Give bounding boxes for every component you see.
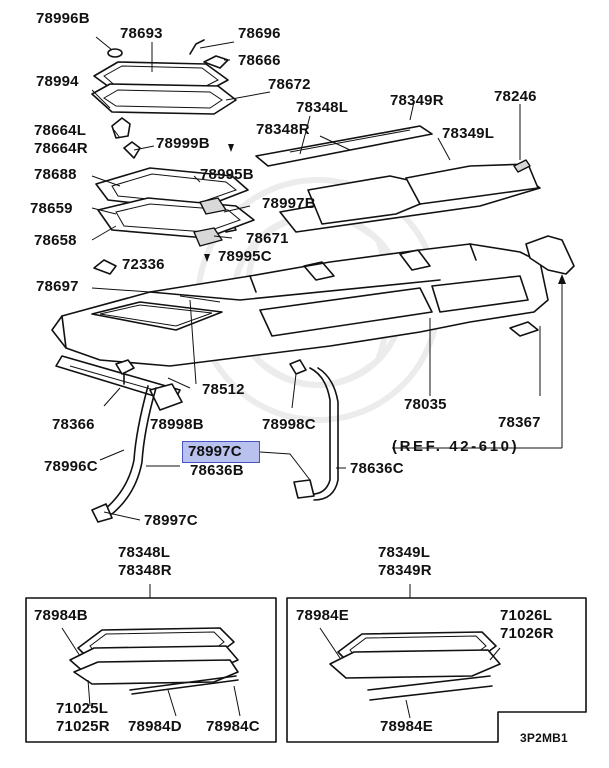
- part-label-78636B[interactable]: 78636B: [190, 462, 244, 479]
- highlighted-part-box: [182, 441, 260, 463]
- part-label-78984C[interactable]: 78984C: [206, 718, 260, 735]
- part-label-78671[interactable]: 78671: [246, 230, 289, 247]
- inset-left-header-78348L[interactable]: 78348L: [118, 544, 171, 561]
- sunroof-glass-78693: [91, 39, 237, 115]
- part-label-78636C[interactable]: 78636C: [350, 460, 404, 477]
- part-label-78697[interactable]: 78697: [36, 278, 79, 295]
- part-label-78995C[interactable]: 78995C: [218, 248, 272, 265]
- part-label-78688[interactable]: 78688: [34, 166, 77, 183]
- inset-left-header-78348R[interactable]: 78348R: [118, 562, 172, 579]
- part-label-78997B[interactable]: 78997B: [262, 195, 316, 212]
- roof-headlining-78035: [51, 243, 549, 367]
- part-label-78984D[interactable]: 78984D: [128, 718, 182, 735]
- inset-right-header-78349L[interactable]: 78349L: [378, 544, 431, 561]
- leader-lines: [91, 36, 566, 521]
- side-rails: [255, 125, 541, 233]
- part-label-78984E[interactable]: 78984E: [296, 607, 349, 624]
- part-label-78658[interactable]: 78658: [34, 232, 77, 249]
- part-label-78659[interactable]: 78659: [30, 200, 73, 217]
- sunroof-frame: [95, 167, 255, 247]
- part-label-72336[interactable]: 72336: [122, 256, 165, 273]
- part-label-71025L[interactable]: 71025L: [56, 700, 109, 717]
- part-label-78995B[interactable]: 78995B: [200, 166, 254, 183]
- part-label-78664L[interactable]: 78664L: [34, 122, 87, 139]
- part-label-78664R[interactable]: 78664R: [34, 140, 88, 157]
- part-label-78693[interactable]: 78693: [120, 25, 163, 42]
- part-label-78998C[interactable]: 78998C: [262, 416, 316, 433]
- part-label-78349L[interactable]: 78349L: [442, 125, 495, 142]
- part-label-78666[interactable]: 78666: [238, 52, 281, 69]
- part-label-78998B[interactable]: 78998B: [150, 416, 204, 433]
- part-label-78696[interactable]: 78696: [238, 25, 281, 42]
- inset-right-frame: [286, 584, 587, 743]
- part-label-78246[interactable]: 78246: [494, 88, 537, 105]
- part-label-78999B[interactable]: 78999B: [156, 135, 210, 152]
- part-label-78348L[interactable]: 78348L: [296, 99, 349, 116]
- front-trim-78366: [55, 355, 183, 411]
- part-label-78997C-highlighted[interactable]: 78997C: [188, 443, 242, 460]
- part-label-78984B[interactable]: 78984B: [34, 607, 88, 624]
- part-label-78997C-lower[interactable]: 78997C: [144, 512, 198, 529]
- part-label-78035[interactable]: 78035: [404, 396, 447, 413]
- part-label-78366[interactable]: 78366: [52, 416, 95, 433]
- part-label-78994[interactable]: 78994: [36, 73, 79, 90]
- part-label-78996C[interactable]: 78996C: [44, 458, 98, 475]
- part-label-78367[interactable]: 78367: [498, 414, 541, 431]
- drain-hoses: [91, 359, 339, 523]
- part-label-78349R[interactable]: 78349R: [390, 92, 444, 109]
- part-label-78984E-lower[interactable]: 78984E: [380, 718, 433, 735]
- inset-right-header-78349R[interactable]: 78349R: [378, 562, 432, 579]
- part-label-71026L[interactable]: 71026L: [500, 607, 553, 624]
- reference-note: (REF. 42-610): [392, 438, 520, 455]
- part-label-78512[interactable]: 78512: [202, 381, 245, 398]
- part-label-71025R[interactable]: 71025R: [56, 718, 110, 735]
- inset-left-frame: [25, 584, 277, 743]
- part-label-78348R[interactable]: 78348R: [256, 121, 310, 138]
- part-label-78996B[interactable]: 78996B: [36, 10, 90, 27]
- rear-trim-78367: [509, 235, 575, 337]
- part-label-71026R[interactable]: 71026R: [500, 625, 554, 642]
- part-label-78672[interactable]: 78672: [268, 76, 311, 93]
- diagram-code: 3P2MB1: [520, 731, 568, 745]
